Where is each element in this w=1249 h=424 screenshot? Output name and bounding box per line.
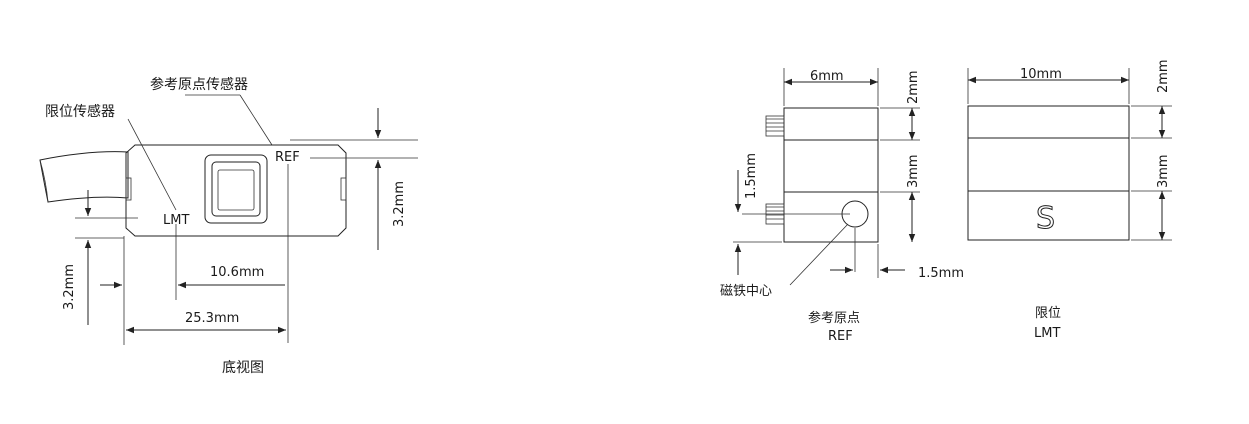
dim-length: 25.3mm [185,311,239,326]
ref-caption-en: REF [828,329,853,344]
ref-block-bottom [783,191,879,243]
ref-caption-cn: 参考原点 [808,310,860,326]
lmt-caption-en: LMT [1034,326,1060,341]
lmt-block-mid [967,137,1130,192]
ref-side-view: 6mm 2mm 3mm 1.5mm 1.5mm 磁铁中心 参考原点 REF [720,68,964,344]
dim-width-left: 6mm [810,69,844,84]
dim-ref-offset: 10.6mm [210,265,264,280]
screw-icon [765,115,785,137]
dim-width-right: 10mm [1020,67,1062,82]
lmt-caption-cn: 限位 [1035,306,1061,321]
ref-sensor-leader [239,94,273,146]
limit-sensor-leader [127,118,177,211]
dim-top-left: 2mm [906,70,921,104]
sensor-window [204,154,268,224]
lmt-label: LMT [163,213,189,228]
ref-sensor-label: 参考原点传感器 [150,76,248,93]
dim-mid-left: 3mm [906,154,921,188]
dim-mid-right: 3mm [1156,154,1171,188]
s-mark: S [1036,201,1055,236]
lmt-block-bottom [967,190,1130,241]
lmt-side-view: S 10mm 2mm 3mm 限位 LMT [967,59,1172,341]
ref-block-mid [783,139,879,193]
dim-magnet-y: 1.5mm [744,153,759,199]
limit-sensor-label: 限位传感器 [45,103,115,120]
dim-thickness-left: 3.2mm [62,264,77,310]
dim-top-right: 2mm [1156,59,1171,93]
sensor-body [125,144,347,237]
bottom-view-caption: 底视图 [222,360,264,376]
ref-label: REF [275,150,300,165]
ref-block-top [783,107,879,141]
dim-magnet-x: 1.5mm [918,266,964,281]
lmt-block-top [967,105,1130,139]
bottom-view-drawing: 限位传感器 参考原点传感器 REF LMT 3.2mm 3.2mm 10.6mm… [39,76,418,376]
magnet-center-label: 磁铁中心 [720,284,772,299]
dim-thickness-right: 3.2mm [392,181,407,227]
sensor-cable [39,151,129,203]
